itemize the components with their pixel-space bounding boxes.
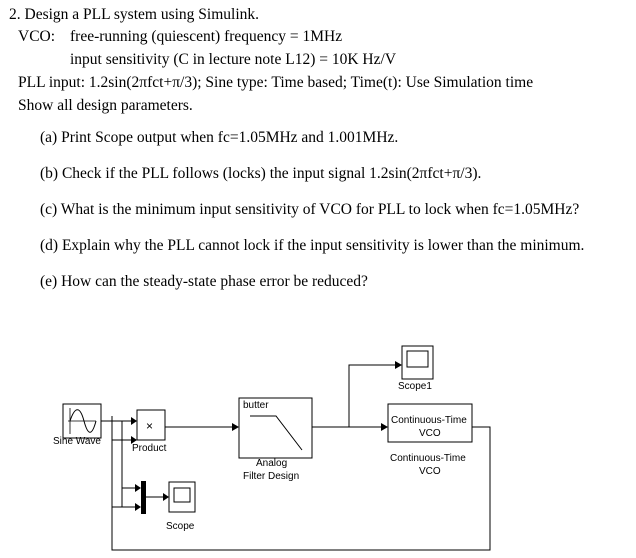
- vco-sensitivity: input sensitivity (C in lecture note L12…: [70, 51, 397, 68]
- product-box[interactable]: [136, 409, 166, 441]
- wire-vco-feedback: [111, 426, 491, 551]
- vco-label-1: Continuous-Time: [390, 453, 466, 464]
- vco-block-text-1: Continuous-Time: [391, 415, 467, 426]
- arrow-scope1-in: [395, 361, 402, 369]
- vco-box[interactable]: [387, 403, 473, 443]
- lowpass-icon: [250, 415, 303, 451]
- show-params: Show all design parameters.: [18, 97, 193, 114]
- part-c: (c) What is the minimum input sensitivit…: [40, 201, 580, 218]
- filter-label-2: Filter Design: [243, 471, 299, 482]
- scope1-screen-icon: [406, 350, 429, 368]
- filter-label-1: Analog: [256, 458, 287, 469]
- vco-block-text-2: VCO: [419, 428, 441, 439]
- problem-text: 2. Design a PLL system using Simulink. V…: [9, 6, 585, 290]
- scope-label: Scope: [166, 521, 195, 532]
- sine-wave-label: Sine Wave: [53, 436, 101, 447]
- scope1-label: Scope1: [398, 381, 432, 392]
- mux-bar[interactable]: [141, 481, 146, 514]
- scope-block[interactable]: Scope: [166, 481, 196, 532]
- vco-label-2: VCO: [419, 466, 441, 477]
- filter-text: butter: [243, 400, 269, 411]
- wire-branch-to-scope1: [348, 364, 395, 427]
- arrow-mux-in1: [135, 484, 141, 492]
- product-block[interactable]: × Product: [132, 409, 167, 454]
- sine-wave-block[interactable]: Sine Wave: [53, 403, 102, 447]
- vco-block[interactable]: Continuous-Time VCO Continuous-Time VCO: [387, 403, 473, 477]
- scope1-block[interactable]: Scope1: [398, 345, 434, 392]
- arrow-scope-in: [163, 493, 169, 501]
- vco-frequency: free-running (quiescent) frequency = 1MH…: [70, 28, 343, 45]
- arrow-product-in1: [131, 417, 137, 425]
- arrow-vco-in: [381, 423, 388, 431]
- vco-label: VCO:: [18, 28, 56, 45]
- product-label: Product: [132, 443, 167, 454]
- part-d: (d) Explain why the PLL cannot lock if t…: [40, 237, 585, 254]
- filter-box[interactable]: [238, 397, 313, 459]
- part-e: (e) How can the steady-state phase error…: [40, 273, 368, 290]
- wires: [101, 361, 491, 551]
- pll-input: PLL input: 1.2sin(2πfct+π/3); Sine type:…: [18, 74, 534, 91]
- part-b: (b) Check if the PLL follows (locks) the…: [40, 165, 482, 182]
- arrow-product-in2: [131, 436, 137, 444]
- problem-heading: 2. Design a PLL system using Simulink.: [9, 6, 260, 23]
- filter-block[interactable]: butter Analog Filter Design: [238, 397, 313, 482]
- sine-wave-icon: [69, 409, 97, 433]
- arrow-filter-in: [232, 423, 239, 431]
- arrow-mux-in2: [135, 503, 141, 511]
- scope-screen-icon: [173, 487, 191, 503]
- product-symbol: ×: [146, 419, 153, 433]
- part-a: (a) Print Scope output when fc=1.05MHz a…: [40, 129, 399, 146]
